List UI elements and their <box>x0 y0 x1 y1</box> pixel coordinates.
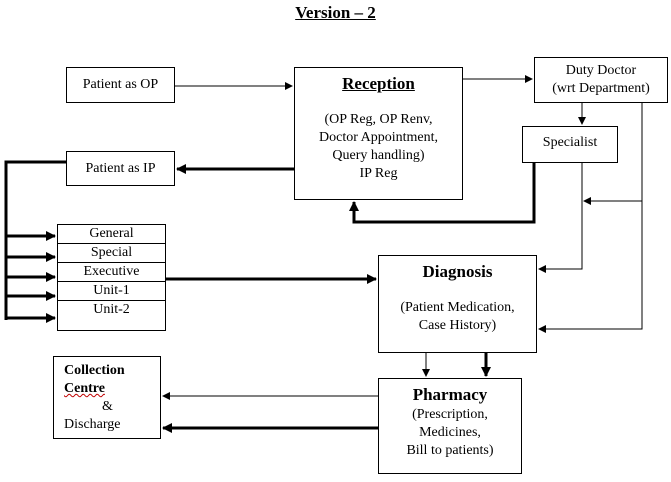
reception-line-3: Query handling) <box>332 148 425 163</box>
pharmacy-heading: Pharmacy <box>412 385 488 404</box>
diagnosis-line-1: (Patient Medication, <box>400 300 515 315</box>
pharmacy-line-3: Bill to patients) <box>406 443 494 458</box>
reception-heading: Reception <box>342 74 415 93</box>
collection-line-1: Collection <box>64 363 125 378</box>
ward-unit-2: Unit-2 <box>93 302 130 317</box>
ip-bus-line <box>4 160 66 320</box>
arrow-specialist-to-diagnosis <box>538 163 583 273</box>
arrow-duty-doctor-to-diagnosis <box>538 103 643 333</box>
pharmacy-line-1: (Prescription, <box>412 407 488 422</box>
pharmacy-box: Pharmacy (Prescription, Medicines, Bill … <box>378 378 522 474</box>
collection-line-3: & <box>102 399 113 414</box>
diagram-title: Version – 2 <box>295 3 376 22</box>
patient-ip-box: Patient as IP <box>66 151 175 186</box>
reception-box: Reception (OP Reg, OP Renv, Doctor Appoi… <box>294 67 463 200</box>
reception-line-2: Doctor Appointment, <box>319 130 438 145</box>
ward-unit-1: Unit-1 <box>58 282 165 301</box>
ward-general: General <box>58 225 165 244</box>
specialist-box: Specialist <box>522 126 618 163</box>
collection-line-4: Discharge <box>64 417 121 432</box>
reception-line-4: IP Reg <box>359 166 398 181</box>
collection-discharge-box: Collection Centre & Discharge <box>53 356 161 439</box>
diagnosis-line-2: Case History) <box>418 318 497 333</box>
ward-executive: Executive <box>58 263 165 282</box>
diagnosis-box: Diagnosis (Patient Medication, Case Hist… <box>378 255 537 353</box>
arrow-specialist-to-reception <box>349 163 536 224</box>
duty-doctor-box: Duty Doctor (wrt Department) <box>534 57 668 103</box>
collection-line-2: Centre <box>64 381 105 396</box>
pharmacy-line-2: Medicines, <box>419 425 481 440</box>
duty-doctor-line-1: Duty Doctor <box>565 63 637 78</box>
reception-line-1: (OP Reg, OP Renv, <box>324 112 433 127</box>
ward-list: General Special Executive Unit-1 Unit-2 <box>57 224 166 331</box>
diagnosis-heading: Diagnosis <box>422 262 493 281</box>
patient-op-box: Patient as OP <box>66 67 175 103</box>
duty-doctor-line-2: (wrt Department) <box>552 81 650 96</box>
ward-special: Special <box>58 244 165 263</box>
